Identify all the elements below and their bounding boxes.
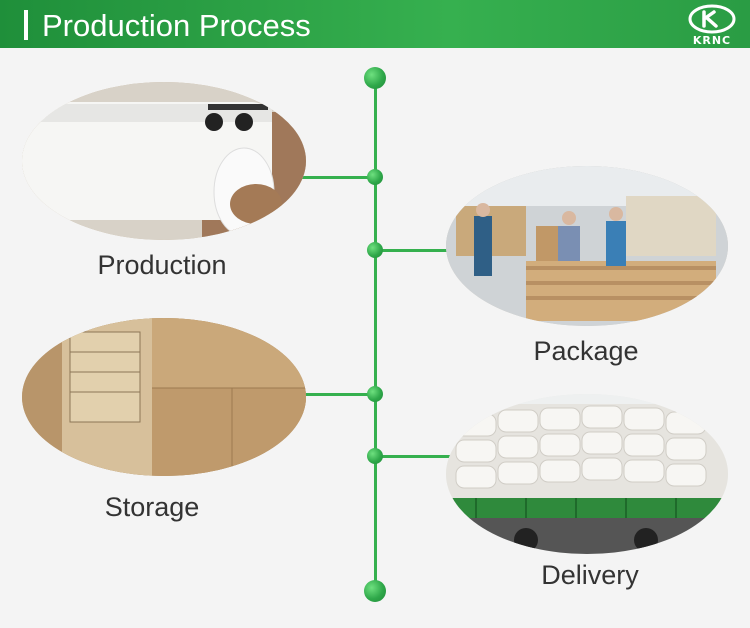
logo-text: KRNC <box>692 34 732 47</box>
timeline-start-dot <box>364 67 386 89</box>
timeline-dot-production <box>367 169 383 185</box>
timeline-line <box>374 78 377 592</box>
timeline-dot-package <box>367 242 383 258</box>
krnc-logo-icon <box>688 4 736 34</box>
connector-storage <box>300 393 376 396</box>
timeline-dot-delivery <box>367 448 383 464</box>
delivery-image <box>446 394 728 554</box>
connector-package <box>376 249 456 252</box>
step-label-storage: Storage <box>104 492 200 522</box>
step-label-production: Production <box>97 250 227 280</box>
page-title: Production Process <box>42 8 311 43</box>
timeline-dot-storage <box>367 386 383 402</box>
connector-delivery <box>376 455 456 458</box>
title-accent-bar <box>24 10 28 40</box>
connector-production <box>300 176 376 179</box>
step-label-delivery: Delivery <box>541 560 639 590</box>
package-image <box>446 166 728 326</box>
timeline-end-dot <box>364 580 386 602</box>
production-image <box>22 82 306 240</box>
storage-image <box>22 318 306 476</box>
step-label-package: Package <box>533 336 639 366</box>
header-banner: Production Process KRNC <box>0 0 750 48</box>
brand-logo: KRNC <box>684 4 740 47</box>
